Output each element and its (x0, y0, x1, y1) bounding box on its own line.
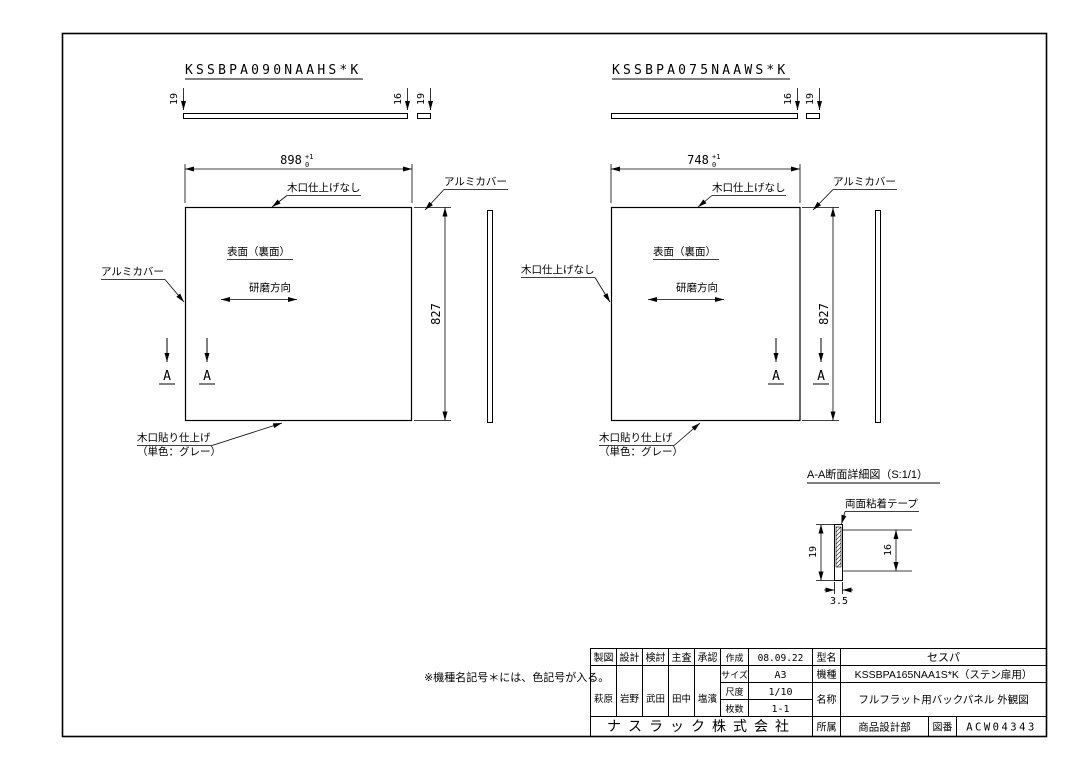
label-bottom-edge-2: （単色：グレー） (599, 445, 683, 458)
role-header: 承認 (698, 651, 718, 664)
name-value: フルフラット用バックパネル 外観図 (858, 693, 1028, 706)
width-dim: 898 (280, 153, 302, 167)
sheet-note: ※機種名記号＊には、色記号が入る。 (424, 670, 609, 684)
panel-edge-profile (611, 113, 798, 119)
scale-label: 尺度 (725, 686, 743, 697)
section-detail: A-A断面詳細図（S:1/1） 両面粘着テープ 19 16 3.5 (807, 467, 940, 607)
created-label: 作成 (725, 652, 743, 663)
thickness-dim: 16 (393, 93, 404, 105)
thickness-dim: 19 (416, 93, 427, 105)
cover-edge-profile (806, 113, 820, 119)
dept-label: 所属 (817, 722, 837, 734)
approval-stamp: 岩野 (620, 693, 640, 705)
title-block-border (590, 648, 1047, 737)
model-value: KSSBPA165NAA1S*K（ステン扉用） (855, 668, 1033, 681)
section-markers-left: A A (159, 338, 215, 385)
size-value: A3 (774, 670, 786, 681)
section-dim-inner: 16 (883, 544, 894, 556)
label-adhesive-tape: 両面粘着テープ (845, 497, 918, 510)
drawing-no-value: ACW04343 (966, 722, 1037, 734)
role-header: 検討 (646, 651, 666, 664)
section-markers-right: A A (768, 338, 829, 385)
height-dim: 827 (817, 303, 831, 325)
approval-stamp: 萩原 (594, 694, 613, 705)
width-dimension-left: 898 +1 0 (184, 153, 413, 203)
label-surface: 表面（裏面） (653, 245, 716, 258)
title-block: 製図 設計 検討 主査 承認 萩原 岩野 武田 田中 塩濱 作成 08.09.2… (590, 648, 1047, 737)
label-polish-direction: 研磨方向 (249, 281, 291, 294)
approval-stamp: 武田 (646, 693, 665, 705)
top-edge-view-left: 19 16 19 (169, 88, 433, 119)
thickness-dim: 19 (169, 93, 180, 105)
label-bottom-edge-2: （単色：グレー） (137, 445, 221, 458)
section-marker-a: A (203, 369, 211, 384)
alumi-cover-strip-left (487, 210, 493, 423)
section-marker-a: A (163, 369, 171, 384)
section-detail-title: A-A断面詳細図（S:1/1） (807, 467, 928, 481)
label-surface: 表面（裏面） (227, 245, 290, 258)
size-label: サイズ (721, 669, 748, 680)
width-tol-lower: 0 (305, 161, 309, 169)
section-dim-outer: 19 (808, 546, 819, 558)
sheets-label: 枚数 (725, 703, 743, 714)
type-label: 型名 (817, 651, 837, 664)
label-side: 木口仕上げなし (521, 263, 595, 276)
model-label: 機種 (817, 668, 837, 681)
tape-hatch (835, 526, 842, 568)
part-number-left: KSSBPA090NAAHS*K (185, 63, 361, 78)
scale-value: 1/10 (768, 687, 792, 698)
top-edge-view-right: 16 19 (611, 88, 822, 119)
panel-drawing-right: KSSBPA075NAAWS*K 16 19 748 +1 0 827 (521, 63, 897, 458)
drawing-no-label: 図番 (933, 722, 953, 734)
width-tol-upper: +1 (712, 153, 720, 161)
width-tol-lower: 0 (712, 161, 716, 169)
sheets-value: 1-1 (771, 704, 789, 715)
label-polish-direction: 研磨方向 (676, 281, 718, 294)
company-name: ナスラック株式会社 (607, 718, 796, 734)
labels-right: 木口仕上げなし アルミカバー 表面（裏面） 木口仕上げなし 研磨方向 木口貼り仕… (521, 176, 897, 458)
approval-stamp: 田中 (672, 693, 691, 705)
panel-edge-profile (183, 113, 408, 119)
section-dim-thickness: 3.5 (830, 596, 848, 607)
panel-drawing-left: KSSBPA090NAAHS*K 19 16 19 898 +1 0 (101, 63, 508, 458)
thickness-dim: 19 (805, 93, 816, 105)
height-dim: 827 (429, 303, 443, 325)
role-header: 設計 (620, 651, 640, 664)
role-header: 製図 (594, 651, 614, 664)
panel-face-right (610, 206, 801, 422)
width-dim: 748 (687, 153, 709, 167)
panel-face-left (184, 206, 413, 422)
part-number-right: KSSBPA075NAAWS*K (612, 63, 788, 78)
label-top-edge: 木口仕上げなし (712, 181, 786, 194)
type-value: セスパ (927, 651, 960, 664)
dept-value: 商品設計部 (858, 721, 911, 734)
label-bottom-edge-1: 木口貼り仕上げ (599, 431, 673, 444)
name-label: 名称 (817, 693, 837, 706)
alumi-cover-strip-right (875, 210, 881, 423)
label-alumi-cover-top: アルミカバー (833, 176, 896, 188)
label-side: アルミカバー (101, 266, 164, 278)
approval-stamp: 塩濱 (698, 693, 718, 705)
label-bottom-edge-1: 木口貼り仕上げ (137, 431, 211, 444)
labels-left: 木口仕上げなし アルミカバー 表面（裏面） アルミカバー 研磨方向 木口貼り仕上… (101, 176, 508, 458)
width-dimension-right: 748 +1 0 (610, 153, 801, 203)
created-value: 08.09.22 (758, 653, 804, 664)
role-header: 主査 (672, 651, 692, 664)
height-dimension-right: 827 (802, 207, 839, 421)
label-top-edge: 木口仕上げなし (287, 181, 361, 194)
section-marker-a: A (817, 369, 825, 384)
cover-edge-profile (417, 113, 431, 119)
width-tol-upper: +1 (305, 153, 313, 161)
thickness-dim: 16 (783, 93, 794, 105)
section-marker-a: A (772, 369, 780, 384)
label-alumi-cover-top: アルミカバー (444, 176, 507, 188)
